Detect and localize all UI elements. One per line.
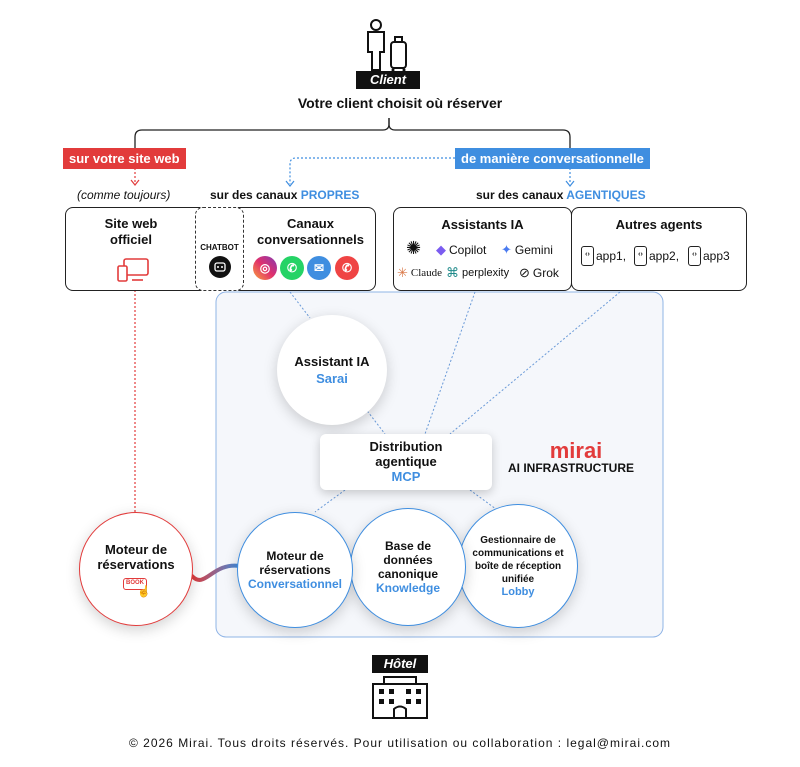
autres-agents-title: Autres agents: [615, 217, 703, 232]
agentic-channels-prefix: sur des canaux: [476, 188, 567, 202]
branch-site-web: sur votre site web: [63, 148, 186, 169]
moteur-web-title: Moteur de réservations: [97, 542, 175, 572]
footer-copyright: © 2026 Mirai. Tous droits réservés. Pour…: [128, 736, 671, 750]
claude-label: Claude: [410, 267, 443, 279]
gemini-label: Gemini: [514, 243, 553, 257]
moteur-conv-title: Moteur de réservations: [259, 549, 331, 577]
copilot-item: ◆Copilot: [436, 242, 486, 258]
lobby-node: Gestionnaire de communications et boîte …: [458, 504, 578, 628]
grok-icon: ⊘: [519, 265, 530, 280]
moteur-conv-name: Conversationnel: [247, 577, 343, 591]
app-phone-icon: ‹›: [688, 246, 701, 266]
agentic-channels-label: sur des canaux AGENTIQUES: [476, 188, 646, 202]
chatbot-icon: [208, 256, 231, 278]
moteur-conv-node: Moteur de réservations Conversationnel: [237, 512, 353, 628]
hotel-label: Hôtel: [372, 655, 428, 673]
app1-label: app1,: [596, 249, 627, 263]
assistants-ia-title: Assistants IA: [441, 217, 524, 232]
sarai-name: Sarai: [316, 371, 348, 386]
own-channels-label: sur des canaux PROPRES: [210, 188, 359, 202]
app-phone-icon: ‹›: [581, 246, 594, 266]
branch-conversationnelle: de manière conversationnelle: [455, 148, 650, 169]
knowledge-title: Base de données canonique: [377, 539, 438, 581]
client-heading: Votre client choisit où réserver: [297, 95, 503, 111]
perplexity-label: perplexity: [462, 267, 510, 279]
whatsapp-icon: ✆: [280, 256, 304, 280]
app2-label: app2,: [649, 249, 680, 263]
agentic-channels-highlight: AGENTIQUES: [566, 188, 646, 202]
gemini-icon: ✦: [501, 242, 512, 257]
lobby-title: Gestionnaire de communications et boîte …: [472, 535, 564, 585]
own-channels-prefix: sur des canaux: [210, 188, 301, 202]
distribution-name: MCP: [391, 469, 421, 484]
claude-item: ✳Claude: [397, 265, 442, 281]
devices-icon: [117, 258, 149, 287]
mirai-logo: mirai: [549, 438, 603, 463]
grok-label: Grok: [532, 266, 559, 280]
chatbot-box: CHATBOT: [195, 207, 244, 291]
perplexity-item: ⌘perplexity: [446, 265, 509, 281]
site-web-title: Site web officiel: [104, 216, 158, 247]
own-channels-highlight: PROPRES: [300, 188, 360, 202]
perplexity-icon: ⌘: [446, 265, 459, 280]
sarai-node: Assistant IA Sarai: [277, 315, 387, 425]
chatbot-label: CHATBOT: [200, 243, 239, 252]
canaux-title: Canaux conversationnels: [257, 216, 364, 247]
instagram-icon: ◎: [253, 256, 277, 280]
claude-icon: ✳: [397, 265, 408, 280]
knowledge-name: Knowledge: [375, 581, 440, 595]
app-phone-icon: ‹›: [634, 246, 647, 266]
app3-item: ‹›app3: [688, 246, 730, 266]
knowledge-node: Base de données canonique Knowledge: [350, 508, 466, 626]
book-icon: BOOK ☝: [123, 578, 151, 598]
gemini-item: ✦Gemini: [501, 242, 553, 258]
assistants-ia-box: Assistants IA ✺ ◆Copilot ✦Gemini ✳Claude…: [393, 207, 572, 291]
branch-note: (comme toujours): [77, 188, 171, 202]
app1-item: ‹›app1,: [581, 246, 626, 266]
email-icon: ✉: [307, 256, 331, 280]
app2-item: ‹›app2,: [634, 246, 679, 266]
distribution-node: Distribution agentique MCP: [320, 434, 492, 490]
chatgpt-icon: ✺: [406, 238, 422, 258]
copilot-icon: ◆: [436, 242, 446, 257]
book-badge: BOOK: [123, 578, 147, 590]
autres-agents-box: Autres agents ‹›app1, ‹›app2, ‹›app3: [571, 207, 747, 291]
grok-item: ⊘Grok: [519, 265, 559, 281]
sarai-title: Assistant IA: [294, 354, 370, 369]
hotel-icon: [370, 674, 430, 725]
brand-subtitle: AI INFRASTRUCTURE: [508, 461, 634, 475]
copilot-label: Copilot: [449, 243, 487, 257]
moteur-web-node: Moteur de réservations BOOK ☝: [79, 512, 193, 626]
phone-icon: ✆: [335, 256, 359, 280]
app3-label: app3: [703, 249, 730, 263]
client-label: Client: [356, 71, 420, 89]
lobby-name: Lobby: [501, 586, 535, 598]
site-web-box: Site web officiel CHATBOT Canaux convers…: [65, 207, 376, 291]
distribution-title: Distribution agentique: [369, 439, 443, 469]
client-icon: [362, 18, 412, 72]
